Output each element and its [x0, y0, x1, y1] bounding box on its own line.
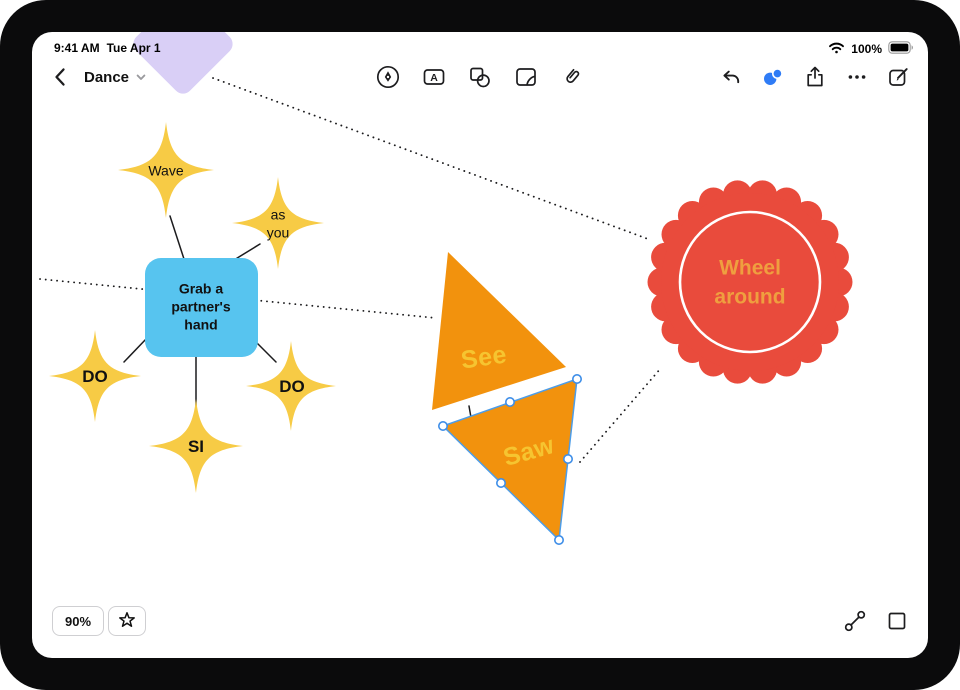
more-ellipsis-icon	[844, 64, 870, 90]
battery-icon	[888, 41, 914, 57]
frame-square-icon	[884, 608, 910, 634]
line-box-asyou[interactable]	[233, 243, 261, 261]
shapes-button[interactable]	[463, 60, 497, 94]
battery-percent: 100%	[851, 42, 882, 56]
selection-handle[interactable]	[495, 477, 506, 488]
star-as-you-label[interactable]: as you	[266, 206, 290, 241]
center-box-label[interactable]: Grab a partner's hand	[171, 280, 231, 334]
share-icon	[802, 64, 828, 90]
triangle-saw-selected[interactable]	[437, 373, 582, 545]
star-si-label[interactable]: SI	[187, 437, 205, 456]
text-box-button[interactable]: A	[417, 60, 451, 94]
connector-diagram-icon	[842, 608, 868, 634]
star-shapes	[49, 122, 336, 493]
selection-handle[interactable]	[553, 534, 564, 545]
selection-handle[interactable]	[437, 420, 448, 431]
freeform-app-screen: Grab a partner's hand Wave as you DO DO …	[32, 32, 928, 658]
line-box-do-left[interactable]	[123, 337, 148, 363]
status-bar-right: 100%	[828, 41, 914, 57]
star-as-you[interactable]	[232, 177, 324, 269]
status-bar-left: 9:41 AM Tue Apr 1	[54, 41, 161, 55]
star-icon	[118, 611, 136, 632]
wifi-icon	[828, 41, 845, 57]
star-do-left[interactable]	[49, 330, 141, 422]
markup-pen-icon	[375, 64, 401, 90]
shapes-icon	[467, 64, 493, 90]
board-title-button[interactable]: Dance	[80, 60, 148, 94]
sticky-note-icon	[513, 64, 539, 90]
collaboration-button[interactable]	[756, 60, 790, 94]
board-title: Dance	[84, 68, 130, 86]
connector-saw-to-seal[interactable]	[579, 367, 662, 463]
line-box-do-right[interactable]	[254, 340, 277, 363]
selection-handle[interactable]	[504, 396, 515, 407]
toolbar-left: Dance	[44, 58, 148, 96]
back-button[interactable]	[44, 60, 78, 94]
star-wave[interactable]	[118, 122, 214, 218]
star-do-right-label[interactable]: DO	[279, 377, 305, 396]
toolbar-center: A	[371, 58, 589, 96]
zoom-button[interactable]: 90%	[52, 606, 105, 636]
star-wave-label[interactable]: Wave	[148, 162, 184, 179]
attachment-button[interactable]	[555, 60, 589, 94]
status-time: 9:41 AM	[54, 41, 100, 55]
collaboration-icon	[760, 64, 786, 90]
frame-tool-button[interactable]	[880, 604, 914, 638]
seal-inner-ring	[678, 210, 822, 354]
compose-icon	[886, 64, 912, 90]
seal-body[interactable]	[661, 193, 839, 371]
selection-handle[interactable]	[562, 453, 573, 464]
sticky-note-button[interactable]	[509, 60, 543, 94]
center-box-shape[interactable]	[145, 258, 258, 357]
toolbar: Dance	[32, 58, 928, 96]
line-box-wave[interactable]	[169, 215, 185, 260]
favorites-button[interactable]	[108, 606, 147, 636]
purple-diamond-shape[interactable]	[129, 32, 236, 98]
seal-label[interactable]: Wheel around	[714, 256, 786, 309]
undo-icon	[718, 64, 744, 90]
undo-button[interactable]	[714, 60, 748, 94]
star-do-left-label[interactable]: DO	[82, 367, 108, 386]
text-box-icon: A	[421, 64, 447, 90]
footer-left: 90%	[52, 606, 147, 636]
star-do-right[interactable]	[246, 341, 336, 431]
connector-tool-button[interactable]	[838, 604, 872, 638]
star-si[interactable]	[149, 399, 243, 493]
new-board-button[interactable]	[882, 60, 916, 94]
board-canvas[interactable]	[32, 32, 928, 658]
toolbar-right	[714, 58, 916, 96]
markup-pen-button[interactable]	[371, 60, 405, 94]
chevron-down-icon	[134, 70, 148, 84]
seal-shape[interactable]	[647, 180, 853, 384]
zoom-level: 90%	[65, 613, 92, 629]
selection-handle[interactable]	[571, 373, 582, 384]
status-date: Tue Apr 1	[106, 41, 161, 55]
footer-right	[838, 604, 914, 638]
svg-text:A: A	[430, 72, 438, 84]
chevron-left-icon	[48, 64, 74, 90]
paperclip-icon	[559, 64, 585, 90]
triangle-see[interactable]	[432, 252, 566, 410]
share-button[interactable]	[798, 60, 832, 94]
more-button[interactable]	[840, 60, 874, 94]
